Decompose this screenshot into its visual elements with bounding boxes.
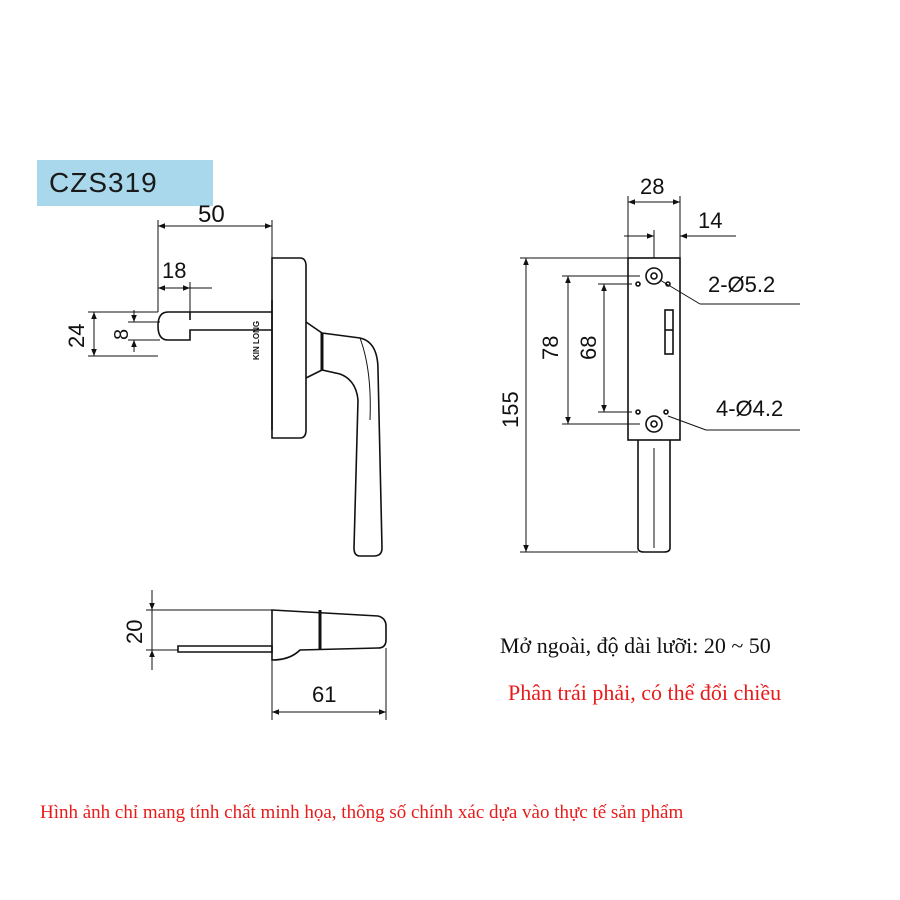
spec-note: Mở ngoài, độ dài lưỡi: 20 ~ 50 xyxy=(500,633,771,658)
top-hole-large xyxy=(645,267,663,285)
front-neck xyxy=(305,321,383,557)
bottom-spindle xyxy=(177,645,273,653)
disclaimer-note: Hình ảnh chỉ mang tính chất minh họa, th… xyxy=(40,802,684,823)
front-view xyxy=(157,257,383,557)
front-tongue xyxy=(157,311,272,341)
dim-tongue-18: 18 xyxy=(162,258,186,283)
dim-base-width-28: 28 xyxy=(640,174,664,199)
dim-hole-78: 78 xyxy=(538,336,563,360)
dim-height-24: 24 xyxy=(64,324,89,348)
dim-total-155: 155 xyxy=(498,391,523,428)
bottom-hole-large xyxy=(645,415,663,433)
dim-thickness-20: 20 xyxy=(122,620,147,644)
feature-note: Phân trái phải, có thể đổi chiều xyxy=(508,680,782,705)
model-code-label: CZS319 xyxy=(37,160,213,206)
dim-half-width-14: 14 xyxy=(698,208,722,233)
model-code-text: CZS319 xyxy=(49,167,158,198)
dim-height-8: 8 xyxy=(111,329,133,340)
dim-hole-68: 68 xyxy=(576,336,601,360)
brand-mark: KIN LONG xyxy=(252,321,261,360)
dim-length-61: 61 xyxy=(312,682,336,707)
hole-spec-small: 4-Ø4.2 xyxy=(716,396,783,421)
hole-spec-large: 2-Ø5.2 xyxy=(708,272,775,297)
bottom-body xyxy=(271,609,387,661)
side-slot xyxy=(664,309,674,355)
front-base-plate xyxy=(271,257,307,439)
bottom-dimensions xyxy=(146,590,387,720)
dim-width-50: 50 xyxy=(198,201,225,228)
side-handle xyxy=(637,440,671,553)
side-view xyxy=(627,257,681,553)
front-dimensions xyxy=(88,220,273,357)
side-dimensions xyxy=(520,196,800,553)
bottom-view xyxy=(177,609,387,661)
